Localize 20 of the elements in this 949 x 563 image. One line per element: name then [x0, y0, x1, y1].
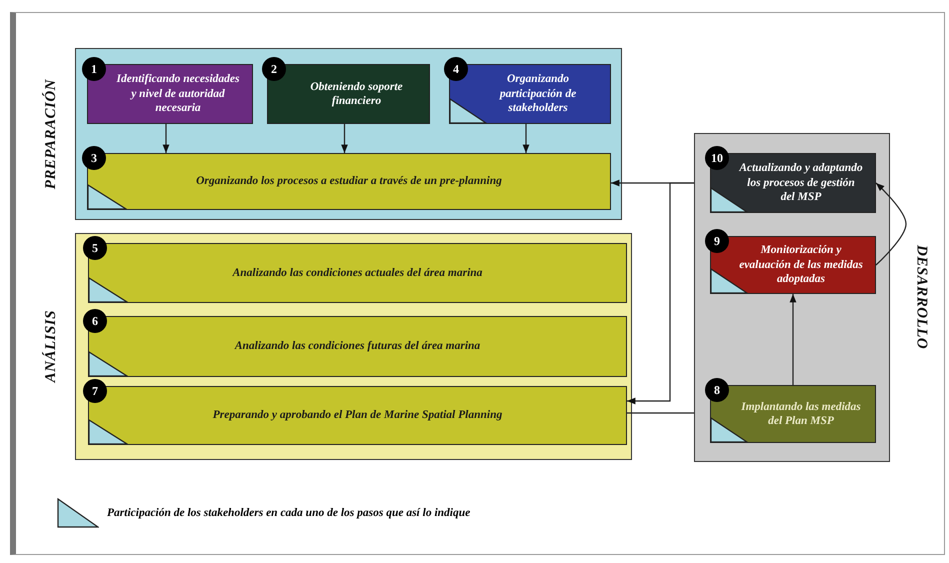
- step-text: Identificando necesidades y nivel de autoridad necesaria: [116, 72, 240, 116]
- arrow: [790, 294, 796, 385]
- step-text: Monitorización y evaluación de las medidas adoptadas: [739, 243, 863, 287]
- stage-label: PREPARACIÓN: [42, 78, 60, 190]
- legend-text: Participación de los stakeholders en cada uno de los pasos que así lo indique: [107, 507, 470, 519]
- step-text: Analizando las condiciones futuras del área marina: [234, 339, 480, 354]
- stage-label: ANÁLISIS: [42, 310, 60, 383]
- step-text: Organizando los procesos a estudiar a través de un pre-planning: [196, 174, 502, 189]
- arrow: [162, 124, 170, 153]
- arrow: [627, 182, 694, 404]
- step-text: Obteniendo soporte financiero: [309, 80, 404, 108]
- step-text: Organizando participación de stakeholders: [498, 72, 578, 116]
- step-text: Implantando las medidas del Plan MSP: [740, 400, 862, 428]
- arrow: [522, 124, 530, 153]
- arrow: [876, 182, 907, 266]
- step-text: Actualizando y adaptando los procesos de gestión del MSP: [739, 161, 863, 205]
- step-text: Analizando las condiciones actuales del área marina: [232, 266, 482, 280]
- arrow: [341, 124, 348, 153]
- stage-label: DESARROLLO: [912, 245, 930, 350]
- step-text: Preparando y aprobando el Plan de Marine Spatial Planning: [212, 408, 502, 423]
